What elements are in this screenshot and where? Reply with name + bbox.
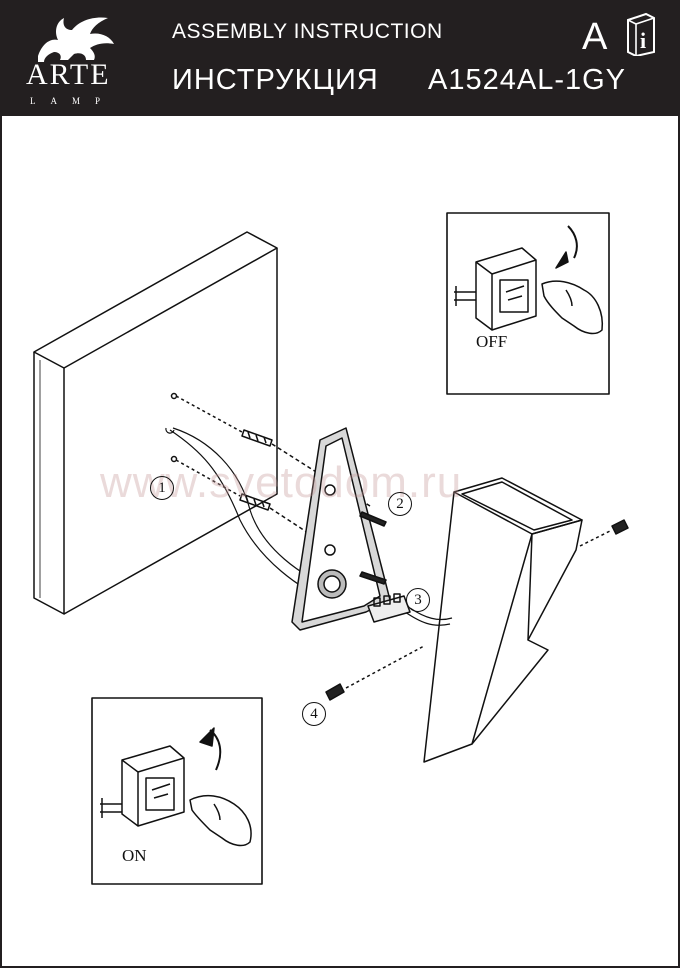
step-4-marker: 4 (302, 702, 326, 726)
step-1-marker: 1 (150, 476, 174, 500)
title-russian: ИНСТРУКЦИЯ (172, 64, 379, 96)
screw-middle (359, 571, 387, 585)
content-frame (0, 116, 680, 968)
info-book-icon: i (627, 12, 655, 56)
griffin-icon (38, 17, 114, 62)
logo-sub: LAMP (30, 96, 116, 106)
on-label: ON (122, 846, 147, 865)
wall-block (33, 231, 278, 615)
title-english: ASSEMBLY INSTRUCTION (172, 20, 443, 43)
on-inset (91, 697, 263, 885)
step-2-marker: 2 (388, 492, 412, 516)
language-letter: A (582, 16, 608, 58)
header-bar: ARTE LAMP ASSEMBLY INSTRUCTION ИНСТРУКЦИ… (0, 0, 680, 116)
off-label: OFF (476, 332, 508, 351)
off-inset (446, 212, 610, 395)
screw-upper (359, 511, 387, 527)
model-number: A1524AL-1GY (428, 64, 627, 96)
logo-word: ARTE (26, 58, 111, 91)
terminal-block (367, 593, 411, 623)
step-3-marker: 3 (406, 588, 430, 612)
info-glyph: i (640, 28, 646, 53)
grub-screw-right (579, 519, 629, 547)
grub-screw-left (325, 645, 425, 701)
lamp-body (423, 477, 583, 763)
